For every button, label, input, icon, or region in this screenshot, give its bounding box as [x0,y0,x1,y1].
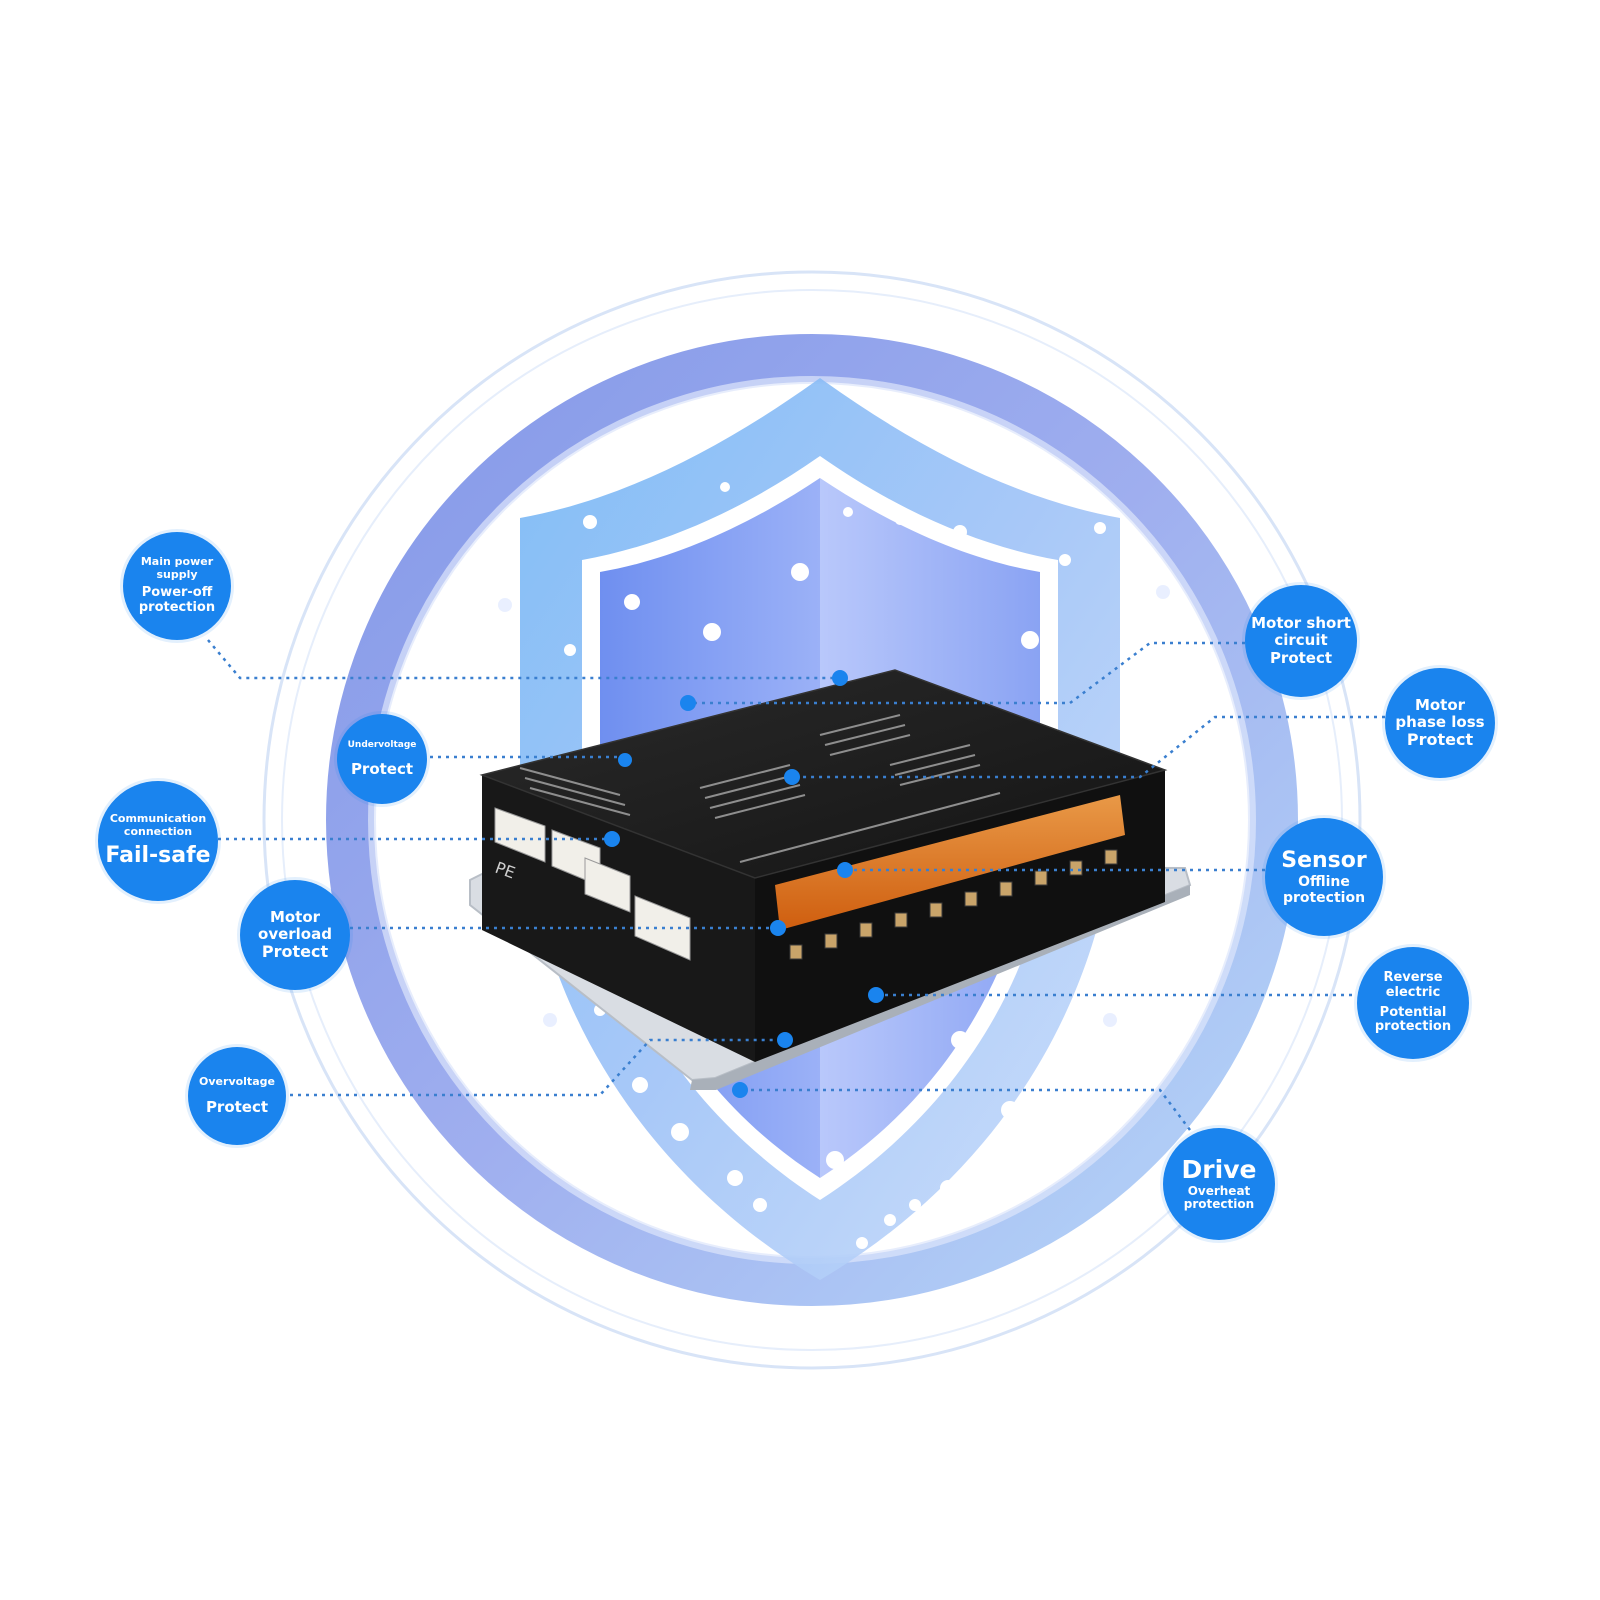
badge-text: Motor [269,907,321,926]
badge-text: Protect [350,759,414,778]
badge-text: Power-off [141,585,213,601]
badge-reverse-potential: Reverse electric Potential protection [1357,947,1469,1059]
badge-text: phase loss [1395,712,1485,731]
badge-text: Overvoltage [199,1075,275,1089]
terminal-cover [775,795,1125,930]
badge-text: Undervoltage [347,740,417,751]
badge-text: Motor [1414,695,1466,714]
badge-text: Protect [1269,648,1333,667]
device-left-face [482,775,755,1062]
badge-drive-overheat: Drive Overheat protection [1163,1128,1275,1240]
badge-text: protection [138,600,216,616]
badge-text: Fail-safe [105,843,211,869]
badge-motor-overload: Motor overload Protect [240,880,350,990]
badge-text: Communication [109,812,207,826]
badge-text: Protect [261,942,329,962]
badge-text: electric [1385,984,1441,1000]
badge-text: supply [156,567,198,581]
badge-text: Sensor [1281,848,1367,874]
badge-motor-phase-loss: Motor phase loss Protect [1385,668,1495,778]
badge-main-power-off: Main power supply Power-off protection [123,532,231,640]
badge-text: Potential [1379,1004,1447,1020]
badge-overvoltage: Overvoltage Protect [188,1047,286,1145]
badge-text: circuit [1274,631,1328,650]
badge-text: Overheat [1187,1183,1251,1198]
sparkle-dots [498,482,1170,1249]
badge-text: protection [1282,889,1366,906]
callout-dots [604,670,884,1098]
badge-text: Offline [1298,873,1350,890]
top-label-grid [519,714,1001,863]
badge-text: protection [1183,1197,1255,1212]
badge-text: connection [123,824,193,838]
badge-text: Protect [205,1097,269,1116]
device-top-face [479,669,1168,879]
badge-text: overload [258,924,332,943]
thick-ring [326,334,1298,1306]
badge-undervoltage: Undervoltage Protect [337,714,427,804]
terminal-screws [789,849,1118,960]
badge-text: Drive [1181,1154,1257,1184]
outer-thin-ring [262,270,1362,1370]
badge-text: Protect [1406,730,1474,750]
badge-text: Reverse [1383,969,1443,985]
badge-text: Motor short [1251,614,1351,633]
badge-communication: Communication connection Fail-safe [98,781,218,901]
badge-motor-short-circuit: Motor short circuit Protect [1245,585,1357,697]
motor-controller-device: PE [469,669,1192,1090]
badge-text: protection [1374,1019,1452,1035]
badge-sensor-offline: Sensor Offline protection [1265,818,1383,936]
badge-text: Main power [140,554,214,568]
callout-lines [207,639,1385,1131]
